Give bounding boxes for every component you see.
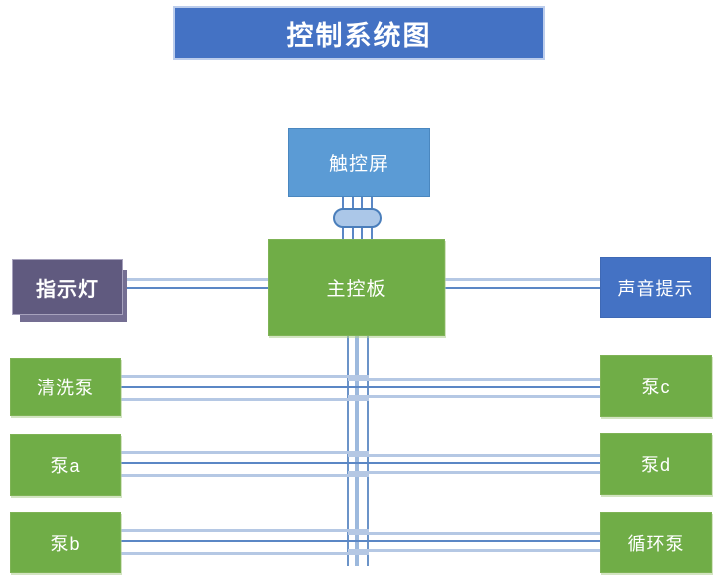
wire-row3-left-c xyxy=(121,552,369,555)
node-pump-d: 泵d xyxy=(600,433,712,495)
bus-connector-pill xyxy=(333,208,382,228)
wire-row3-right-c xyxy=(348,549,600,552)
node-pump-b: 泵b xyxy=(10,512,121,573)
node-cleaning-pump: 清洗泵 xyxy=(10,358,121,416)
diagram-title: 控制系统图 xyxy=(173,6,545,60)
wire-row1-left-c xyxy=(121,398,369,401)
wire-row1-right-a xyxy=(348,378,600,381)
wire-row3-left-b xyxy=(121,540,369,542)
node-indicator-light: 指示灯 xyxy=(12,259,123,315)
wire-row2-left-b xyxy=(121,462,369,464)
wire-row3-left-a xyxy=(121,529,369,532)
wire-row1-left-b xyxy=(121,386,369,388)
node-touchscreen: 触控屏 xyxy=(288,128,430,197)
wire-row2-left-c xyxy=(121,474,369,477)
wire-row2-left-a xyxy=(121,451,369,454)
wire-row2-right-c xyxy=(348,471,600,474)
node-pump-a: 泵a xyxy=(10,434,121,496)
node-mainboard: 主控板 xyxy=(268,239,445,336)
wire-row2-right-b xyxy=(348,462,600,464)
node-circulation-pump: 循环泵 xyxy=(600,512,712,573)
wire-row3-right-b xyxy=(348,540,600,542)
wire-row1-right-b xyxy=(348,386,600,388)
node-pump-c: 泵c xyxy=(600,355,712,417)
wire-row2-right-a xyxy=(348,454,600,457)
wire-row3-right-a xyxy=(348,532,600,535)
wire-row1-right-c xyxy=(348,395,600,398)
node-sound-alert: 声音提示 xyxy=(600,257,711,318)
wire-row1-left-a xyxy=(121,375,369,378)
